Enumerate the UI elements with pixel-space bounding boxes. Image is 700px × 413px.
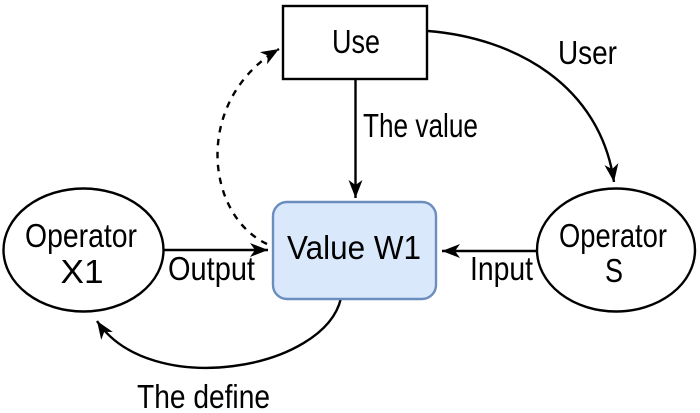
- node-operator-x1-label-line2: X1: [61, 253, 104, 290]
- node-operator-x1-label-line1: Operator: [25, 217, 137, 254]
- node-use-rect: [281, 4, 429, 81]
- edge-label-output: Output: [168, 250, 255, 287]
- node-use-label: Use: [332, 23, 380, 60]
- node-operator-s-ellipse: [535, 187, 697, 313]
- edge-user-curve: [427, 29, 619, 183]
- edge-label-the-define: The define: [137, 378, 270, 413]
- node-operator-s-label-line1: Operator: [559, 217, 667, 254]
- node-operator-x1-ellipse: [2, 187, 165, 313]
- node-value-w1-label: Value W1: [287, 229, 421, 266]
- edge-label-user: User: [558, 34, 617, 71]
- node-value-w1-rect: [271, 200, 438, 301]
- node-operator-s-label-line2: S: [605, 252, 623, 289]
- edge-label-input: Input: [470, 250, 533, 287]
- edge-use-feedback-dashed-arrow: [216, 47, 280, 246]
- edge-label-the-value: The value: [363, 107, 478, 144]
- edge-the-define-curve: [96, 297, 343, 370]
